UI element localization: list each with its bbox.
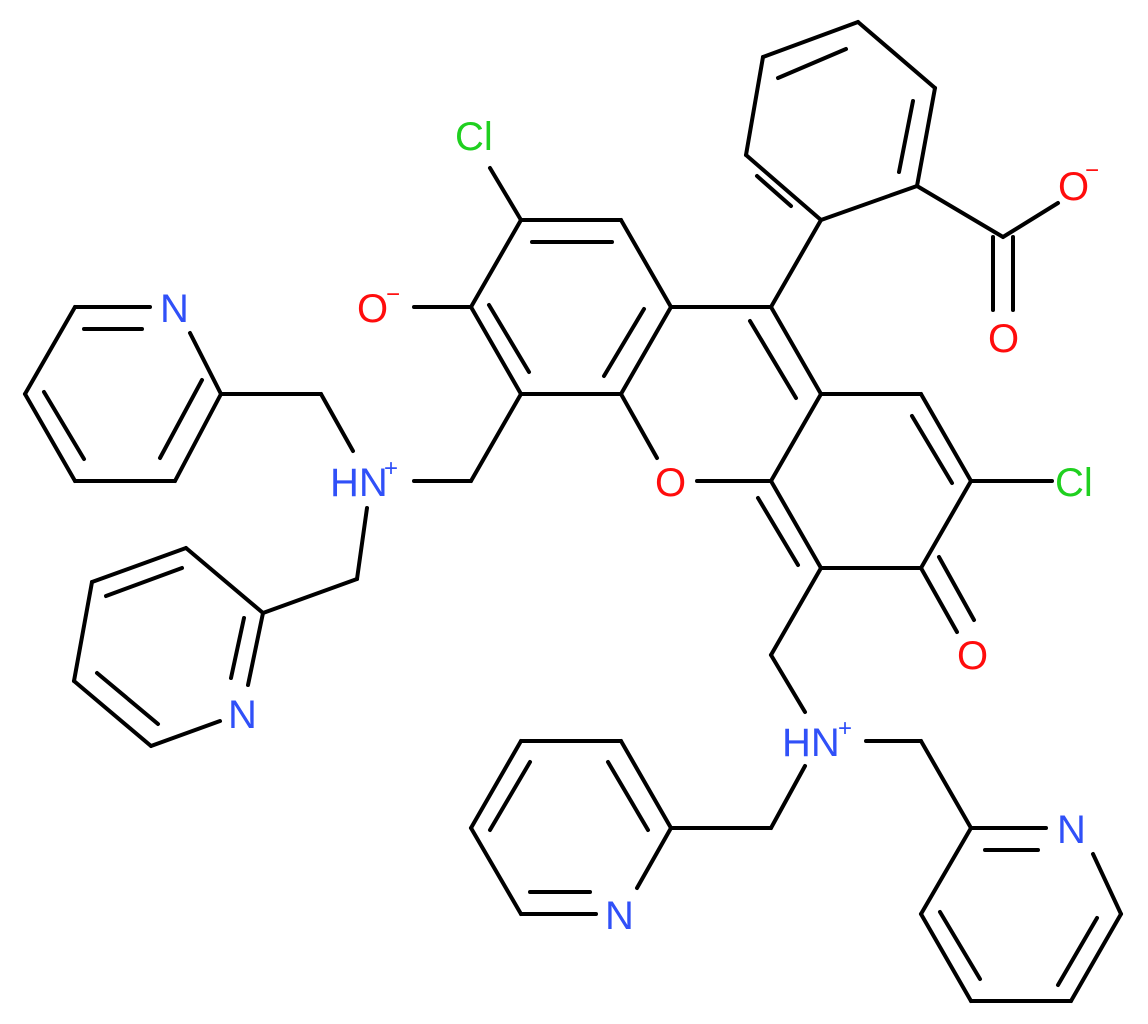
bond xyxy=(23,392,77,483)
bond xyxy=(469,826,523,916)
bond xyxy=(897,99,915,174)
bond xyxy=(619,392,659,460)
bond xyxy=(915,184,1005,239)
bond xyxy=(355,506,369,581)
bond xyxy=(229,616,246,680)
bond xyxy=(744,153,823,222)
bond xyxy=(919,739,973,830)
ammonium-nitrogen-label: HN xyxy=(782,721,840,765)
bonds xyxy=(23,20,1123,1003)
bond xyxy=(769,479,823,570)
bond xyxy=(469,739,523,830)
bond xyxy=(319,392,355,453)
bond xyxy=(488,166,523,222)
bond xyxy=(769,653,807,714)
bond xyxy=(72,580,94,683)
bond xyxy=(748,319,798,400)
bond xyxy=(755,174,793,208)
bond xyxy=(173,392,223,483)
bond xyxy=(761,20,860,59)
ketone-oxygen-label: O xyxy=(957,634,988,678)
bond xyxy=(938,910,982,981)
bond xyxy=(469,392,523,483)
bond xyxy=(23,305,77,396)
bond xyxy=(487,303,531,374)
bond xyxy=(937,555,976,622)
bond xyxy=(919,479,973,570)
ammonium-nitrogen-label: HN xyxy=(330,461,388,505)
negative-charge-label: − xyxy=(386,281,400,308)
bond xyxy=(188,331,223,396)
bond xyxy=(1001,201,1060,239)
phenolate-oxygen-label: O xyxy=(357,287,388,331)
negative-charge-label: − xyxy=(1085,157,1099,184)
bond xyxy=(246,611,265,687)
bond xyxy=(90,546,188,584)
bond xyxy=(619,739,673,830)
bond xyxy=(95,671,160,726)
bond xyxy=(149,719,222,748)
bond xyxy=(42,390,86,461)
carboxylate-oxygen-label: O xyxy=(1058,165,1089,209)
bond xyxy=(769,566,823,657)
bond xyxy=(919,912,973,1003)
bond xyxy=(635,826,673,890)
atom-labels: Cl Cl O − O − O O O HN + HN + N N N N xyxy=(160,115,1099,938)
bond xyxy=(919,826,973,916)
positive-charge-label: + xyxy=(838,715,852,742)
bond xyxy=(915,86,937,188)
bond xyxy=(619,218,673,309)
pyridine-nitrogen-label: N xyxy=(1057,808,1086,852)
pyridine-nitrogen-label: N xyxy=(605,894,634,938)
bond xyxy=(488,760,532,832)
bond xyxy=(1069,912,1123,1003)
chlorine-atom-label: Cl xyxy=(455,115,493,159)
bond xyxy=(769,305,823,396)
bond xyxy=(919,566,959,634)
pyridine-nitrogen-label: N xyxy=(228,693,257,737)
bond xyxy=(469,218,523,309)
bond xyxy=(819,184,919,222)
bond xyxy=(769,218,823,309)
bond xyxy=(919,392,973,483)
carbonyl-oxygen-label: O xyxy=(988,317,1019,361)
bond xyxy=(856,20,937,90)
bond xyxy=(104,566,184,598)
bond xyxy=(469,305,523,396)
positive-charge-label: + xyxy=(384,455,398,482)
bond xyxy=(910,414,954,485)
bond xyxy=(1091,852,1123,916)
bond xyxy=(769,764,807,830)
chlorine-atom-label: Cl xyxy=(1055,461,1093,505)
ring-oxygen-label: O xyxy=(655,461,686,505)
bond xyxy=(606,760,650,832)
bond xyxy=(769,392,823,483)
bond xyxy=(776,47,848,80)
bond xyxy=(756,496,800,567)
bond xyxy=(158,378,204,460)
bond xyxy=(602,307,646,378)
bond xyxy=(72,679,153,748)
bond xyxy=(1056,916,1099,987)
bond xyxy=(744,55,765,157)
bond xyxy=(261,577,359,615)
bond xyxy=(184,546,265,615)
bond xyxy=(619,305,673,396)
pyridine-nitrogen-label: N xyxy=(160,287,189,331)
